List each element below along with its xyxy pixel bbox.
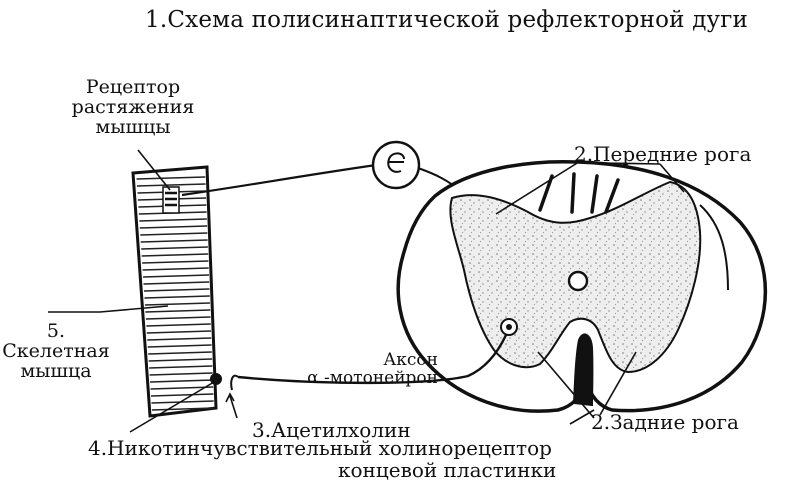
stretch-receptor [162,186,180,214]
receptor-label-line: растяжения [71,95,195,118]
anterior-horns-pointers [495,159,685,215]
muscle-striation [142,260,209,264]
muscle-label-line: мышца [20,359,92,382]
ventral-root [699,204,729,291]
spinal-ganglion [371,140,421,190]
muscle-striation [140,239,208,243]
axon-label-line: α -мотонейрон [307,367,438,388]
acetylcholine-label: 3.Ацетилхолин [252,418,411,442]
muscle-pointer [48,305,169,313]
central-canal [567,270,589,292]
muscle-striation [136,176,206,180]
muscle-striation [140,232,208,236]
muscle-striation [139,218,207,222]
muscle-label-line: 5. [46,320,66,342]
cholinoreceptor-label: 4.Никотинчувствительный холинорецептор [88,436,552,460]
receptor-label: Рецептор растяжения мышцы [58,76,208,138]
muscle-striation [145,316,211,320]
muscle-striation [139,225,208,229]
muscle-label: 5. Скелетная мышца [2,320,110,382]
muscle-striation [148,351,212,355]
posterior-horns-label: 2.Задние рога [591,410,739,434]
anterior-fissure [538,172,620,214]
muscle-striation [146,330,212,334]
muscle-striation [146,323,211,327]
muscle-striation [151,407,214,411]
muscle-striation [143,281,210,285]
anterior-horns-label: 2.Передние рога [574,142,752,166]
motor-neuron [500,318,518,336]
axon-label-line: Аксон [383,350,438,370]
muscle-striation [149,365,213,369]
muscle-striation [144,302,211,306]
receptor-label-line: мышцы [95,115,171,138]
muscle-striation [143,274,209,278]
muscle-striation [148,358,213,362]
muscle-striation [150,393,214,397]
acetylcholine-pointer [229,395,238,419]
posterior-horns-pointers [537,351,637,425]
receptor-label-line: Рецептор [85,76,181,98]
receptor-pointer [137,149,171,191]
muscle-striation [145,309,211,313]
diagram-title: 1.Схема полисинаптической рефлекторной д… [145,7,749,33]
muscle-label-line: Скелетная [2,339,110,362]
muscle-striation [143,288,210,292]
end-plate-label: концевой пластинки [338,458,557,482]
muscle-striation [141,253,209,257]
muscle-striation [142,267,209,271]
muscle-striation [136,183,206,187]
muscle-striation [149,372,213,376]
efferent-axon [237,334,508,385]
muscle-striation [151,400,214,404]
afferent-fiber [181,163,377,197]
muscle-striation [150,386,214,390]
muscle-striation [147,337,212,341]
muscle-striation [147,344,212,348]
muscle-striation [141,246,208,250]
axon-label: Аксон α -мотонейрон [282,350,438,388]
posterior-septum [573,333,594,407]
cholinoreceptor-pointer [129,381,215,433]
muscle-striation [150,379,213,383]
muscle-striation [144,295,210,299]
